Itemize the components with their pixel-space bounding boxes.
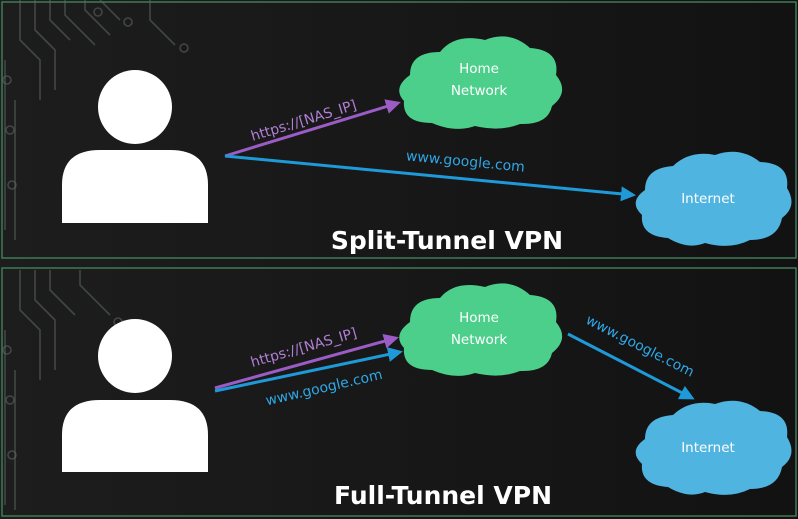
full-nas-arrow xyxy=(214,333,399,390)
split-home-cloud-line2: Network xyxy=(451,83,508,99)
full-internet-cloud: Internet xyxy=(635,400,792,495)
full-internet-label: Internet xyxy=(681,440,735,456)
full-google-arrow-to-internet xyxy=(567,332,695,400)
full-home-cloud-line1: Home xyxy=(459,310,499,326)
circuit-decoration-top xyxy=(2,0,189,240)
split-google-arrow xyxy=(224,154,636,202)
circuit-decoration-bottom xyxy=(2,270,123,510)
split-internet-cloud: Internet xyxy=(635,151,792,246)
split-home-network-cloud: Home Network xyxy=(399,36,563,129)
full-tunnel-panel xyxy=(1,267,797,517)
full-google-arrow-to-home xyxy=(214,347,403,393)
split-internet-label: Internet xyxy=(681,191,735,207)
split-tunnel-title: Split-Tunnel VPN xyxy=(331,226,563,255)
full-home-network-cloud: Home Network xyxy=(399,283,563,376)
split-user-icon xyxy=(62,70,208,223)
split-home-cloud-line1: Home xyxy=(459,61,499,77)
split-nas-arrow xyxy=(224,99,401,158)
split-tunnel-panel xyxy=(1,1,797,259)
full-home-cloud-line2: Network xyxy=(451,332,508,348)
full-user-icon xyxy=(62,319,208,472)
full-tunnel-title: Full-Tunnel VPN xyxy=(334,481,552,510)
